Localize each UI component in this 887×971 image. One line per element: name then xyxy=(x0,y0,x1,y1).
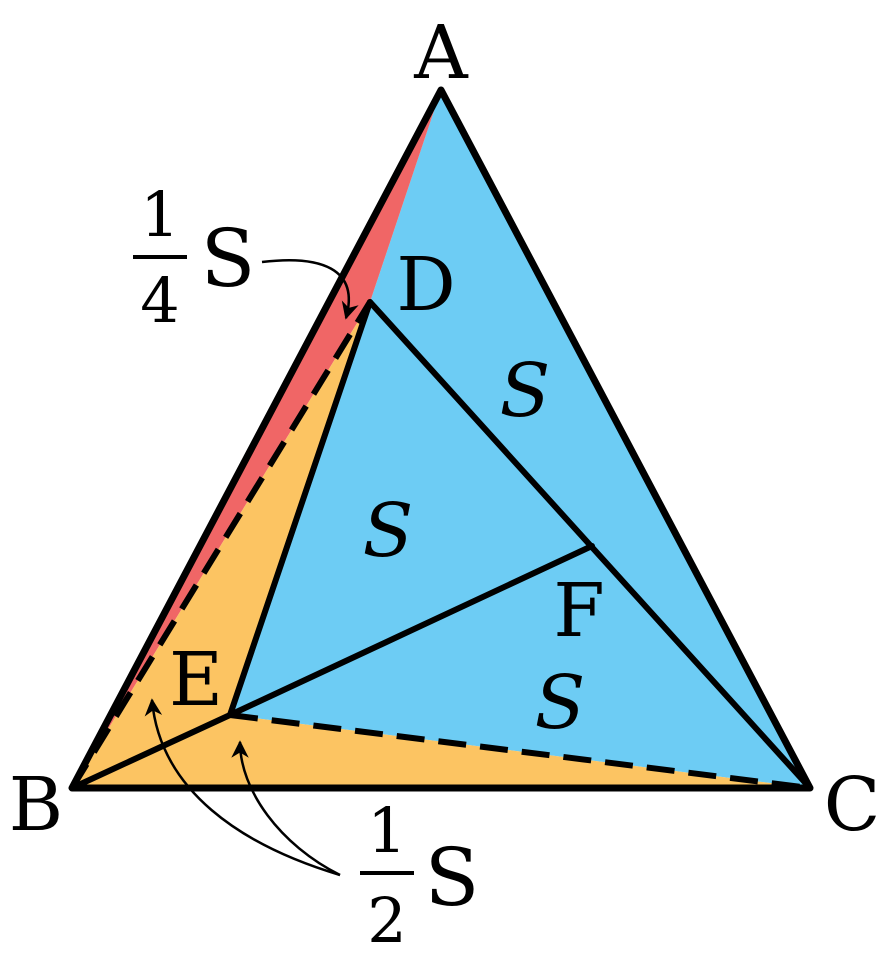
dashed-line-ec xyxy=(229,712,811,791)
quarter-symbol: S xyxy=(201,212,256,305)
segment-de xyxy=(227,299,373,718)
segment-ef xyxy=(227,543,595,718)
arrow-half-to-bec xyxy=(231,740,341,877)
half-symbol: S xyxy=(425,831,480,924)
triangle-abc xyxy=(68,86,814,792)
region-dec xyxy=(230,302,810,788)
area-label-dec: S xyxy=(363,488,414,574)
callout-quarter: 1 4 S xyxy=(133,178,255,337)
half-numerator: 1 xyxy=(367,794,406,867)
label-point-a: A xyxy=(413,10,469,96)
dashed-line-bd xyxy=(69,300,373,790)
label-point-c: C xyxy=(824,762,881,848)
label-point-f: F xyxy=(553,568,604,654)
region-adc xyxy=(370,90,810,788)
segment-be xyxy=(69,712,233,791)
area-label-efc: S xyxy=(535,660,586,746)
label-point-e: E xyxy=(169,637,223,723)
callout-half: 1 2 S xyxy=(360,794,479,957)
arrow-quarter xyxy=(261,259,359,320)
region-bec xyxy=(72,715,810,788)
area-label-adc: S xyxy=(500,348,551,434)
label-point-d: D xyxy=(396,242,455,328)
half-denominator: 2 xyxy=(367,884,406,957)
quarter-denominator: 4 xyxy=(140,264,179,337)
label-point-b: B xyxy=(9,762,63,848)
quarter-numerator: 1 xyxy=(140,178,179,251)
arrow-half-to-bde xyxy=(144,698,341,877)
